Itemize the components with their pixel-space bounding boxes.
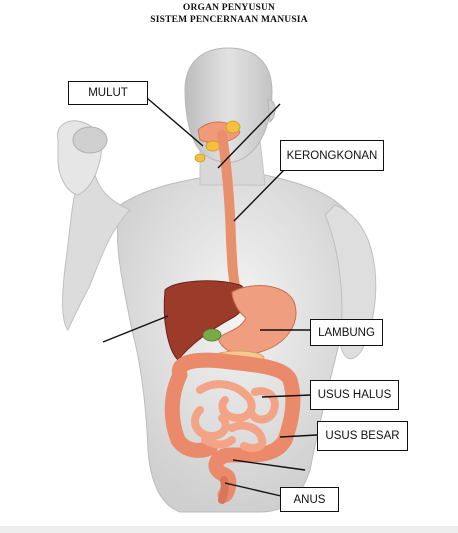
leader-appendix bbox=[232, 459, 306, 471]
salivary-gland-2 bbox=[205, 140, 221, 152]
salivary-gland-1 bbox=[225, 120, 241, 134]
gallbladder bbox=[202, 328, 222, 342]
label-mulut: MULUT bbox=[68, 81, 148, 105]
leader-usus-halus bbox=[261, 394, 312, 398]
label-kerongkonan: KERONGKONAN bbox=[280, 140, 384, 171]
leader-mulut-extra bbox=[217, 103, 281, 169]
diagram-title-line1: ORGAN PENYUSUN bbox=[182, 3, 276, 13]
leader-liver bbox=[102, 315, 169, 343]
large-intestine bbox=[164, 352, 301, 503]
label-anus: ANUS bbox=[280, 487, 339, 512]
leader-mulut bbox=[146, 97, 204, 147]
rectum bbox=[218, 476, 229, 504]
leader-kerongkonan bbox=[233, 169, 285, 222]
small-intestine bbox=[191, 380, 279, 452]
salivary-gland-3 bbox=[194, 153, 206, 163]
leader-anus bbox=[224, 482, 282, 497]
diagram-title-line2: SISTEM PENCERNAAN MANUSIA bbox=[150, 15, 308, 25]
esophagus bbox=[217, 130, 241, 295]
label-usus-besar: USUS BESAR bbox=[317, 421, 408, 451]
label-usus-halus: USUS HALUS bbox=[310, 380, 399, 410]
label-lambung: LAMBUNG bbox=[310, 319, 383, 346]
liver bbox=[163, 280, 247, 361]
bottom-edge-strip bbox=[0, 526, 458, 533]
leader-usus-besar bbox=[279, 434, 318, 438]
food-in-hand bbox=[72, 126, 108, 154]
